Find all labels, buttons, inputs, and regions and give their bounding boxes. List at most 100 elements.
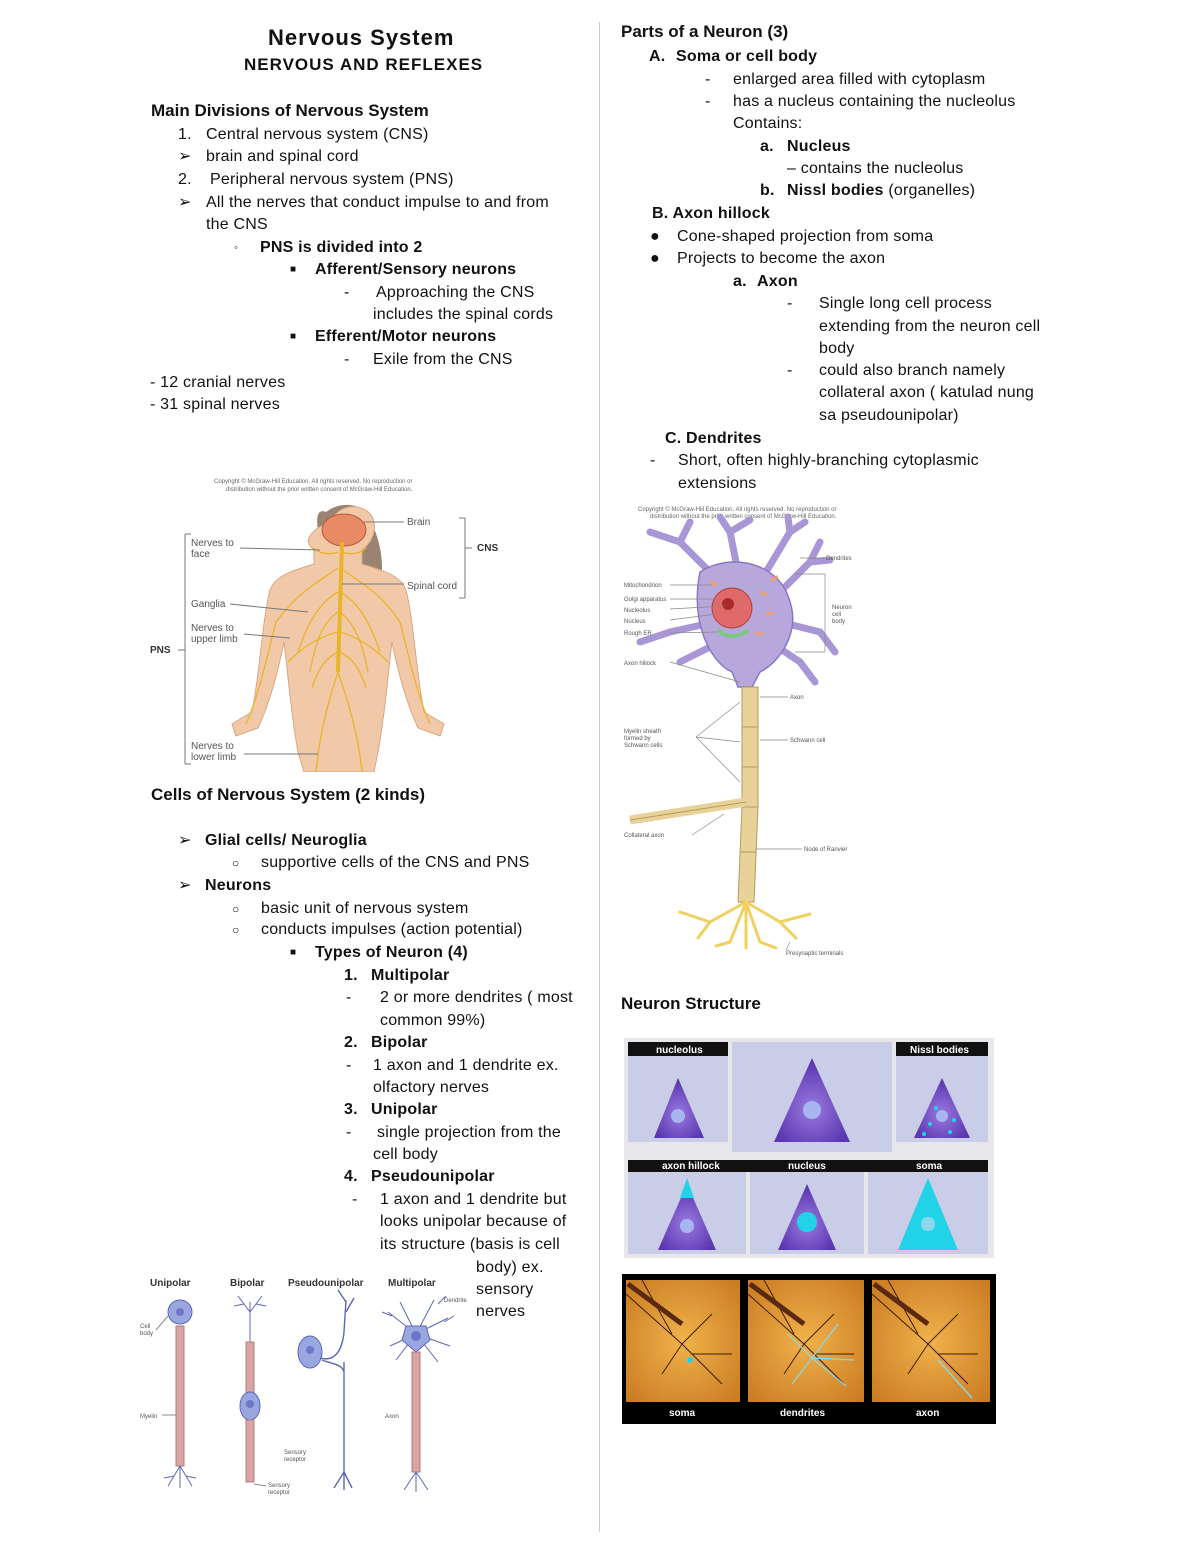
panel-label-axon: axon [916,1408,939,1419]
pseudounipolar-description: its structure (basis is cell [380,1236,560,1253]
list-number: 3. [344,1101,358,1118]
hillock-description: Projects to become the axon [677,250,886,267]
arrow-bullet-icon: ➢ [178,877,192,894]
neuron-cell-body-label: cell [832,612,841,618]
pns-label: PNS [150,645,171,656]
nerves-to-upper-limb-label: upper limb [191,634,238,645]
dash-bullet: - [650,452,656,469]
soma-description: enlarged area filled with cytoplasm [733,71,986,88]
copyright-text: Copyright © McGraw-Hill Education. All r… [638,506,837,513]
square-bullet-icon: ■ [290,331,297,342]
multipolar-type: Multipolar [371,967,450,984]
unipolar-type: Unipolar [371,1101,438,1118]
efferent-neurons: Efferent/Motor neurons [315,328,497,345]
dash-bullet: - [346,1124,352,1141]
pseudounipolar-description: body) ex. [476,1259,544,1276]
dash-bullet: - [352,1191,358,1208]
neurons-description: conducts impulses (action potential) [261,921,523,938]
sensory-receptor-label: receptor [284,1457,306,1463]
multipolar-label: Multipolar [388,1278,436,1289]
axon-description: Single long cell process [819,295,992,312]
pseudounipolar-description: looks unipolar because of [380,1213,567,1230]
types-of-neuron: Types of Neuron (4) [315,944,468,961]
list-number: 1. [344,967,358,984]
axon-description: could also branch namely [819,362,1006,379]
dash-bullet: - [344,351,350,368]
axon-description: collateral axon ( katulad nung [819,384,1035,401]
ganglia-label: Ganglia [191,599,226,610]
neuron-cell-body-label: body [832,619,845,625]
golgi-stain-micrograph: soma dendrites axon [622,1274,996,1424]
list-letter: b. [760,182,775,199]
neuron-cell-body-label: Neuron [832,605,852,611]
dash-bullet: - [705,93,711,110]
dash-bullet: - [787,295,793,312]
panel-label-soma: soma [916,1161,943,1172]
nucleus-label: Nucleus [624,619,646,625]
pseudounipolar-type: Pseudounipolar [371,1168,495,1185]
parts-heading: Parts of a Neuron (3) [621,22,789,41]
sensory-receptor-label: Sensory [284,1450,306,1456]
circle-bullet-icon: ○ [232,902,240,916]
square-bullet-icon: ■ [290,947,297,958]
bullet-icon: ● [650,228,660,245]
unipolar-label: Unipolar [150,1278,191,1289]
copyright-text: distribution without the prior written c… [226,487,413,493]
cns-description: brain and spinal cord [206,148,359,165]
dash-bullet: - [346,989,352,1006]
dendrites-description: extensions [678,475,757,492]
pns-divided: PNS is divided into 2 [260,239,423,256]
axon-description: body [819,340,855,357]
bipolar-description: olfactory nerves [373,1079,490,1096]
neuron-structure-micrograph: nucleolus Nissl bodies axon hillock nucl… [624,1038,994,1258]
nissl-description: (organelles) [888,182,976,199]
nucleus-item: Nucleus [787,138,851,155]
dendrites-item: C. Dendrites [665,430,762,447]
dash-bullet: - [705,71,711,88]
pns-description: the CNS [206,216,268,233]
myelin-label: Myelin [140,1414,157,1420]
nerves-to-face-label: Nerves to [191,538,234,549]
panel-label-nucleolus: nucleolus [656,1045,703,1056]
bipolar-label: Bipolar [230,1278,265,1289]
axon-label: Axon [790,695,804,701]
axon-hillock-item: B. Axon hillock [652,205,770,222]
soma-item: Soma or cell body [676,48,818,65]
soma-contains: Contains: [733,115,803,132]
spinal-cord-label: Spinal cord [407,581,457,592]
unipolar-description: single projection from the [377,1124,561,1141]
brain-label: Brain [407,517,430,528]
node-of-ranvier-label: Node of Ranvier [804,847,847,853]
pseudounipolar-label: Pseudounipolar [288,1278,364,1289]
nissl-label: Nissl bodies [787,182,884,199]
schwann-cell-label: Schwann cell [790,738,825,744]
list-letter: a. [733,273,747,290]
cns-item: Central nervous system (CNS) [206,126,429,143]
dash-bullet: - [346,1057,352,1074]
myelin-sheath-label: formed by [624,736,651,742]
collateral-axon-label: Collateral axon [624,833,664,839]
nerves-to-upper-limb-label: Nerves to [191,623,234,634]
cells-heading: Cells of Nervous System (2 kinds) [151,785,425,804]
bipolar-type: Bipolar [371,1034,428,1051]
nissl-item: Nissl bodies (organelles) [787,180,975,202]
nucleus-description: – contains the nucleolus [787,160,964,177]
arrow-bullet-icon: ➢ [178,194,192,211]
list-number: 2. [344,1034,358,1051]
neuron-anatomy-figure: Copyright © McGraw-Hill Education. All r… [624,506,852,957]
cell-body-label: Cell [140,1324,150,1330]
glial-cells: Glial cells/ Neuroglia [205,832,367,849]
multipolar-description: 2 or more dendrites ( most [380,989,573,1006]
square-bullet-icon: ■ [290,264,297,275]
main-divisions-heading: Main Divisions of Nervous System [151,101,429,120]
panel-label-nucleus: nucleus [788,1161,826,1172]
mitochondrion-label: Mitochondrion [624,583,662,589]
rough-er-label: Rough ER [624,631,652,637]
pns-description: All the nerves that conduct impulse to a… [206,194,549,211]
neurons-item: Neurons [205,877,272,894]
nerves-to-face-label: face [191,549,210,560]
axon-description: sa pseudounipolar) [819,407,959,424]
neuron-types-figure: Unipolar Bipolar Pseudounipolar Multipol… [140,1278,467,1496]
dendrite-label: Dendrite [444,1298,467,1304]
neuron-structure-heading: Neuron Structure [621,994,761,1013]
